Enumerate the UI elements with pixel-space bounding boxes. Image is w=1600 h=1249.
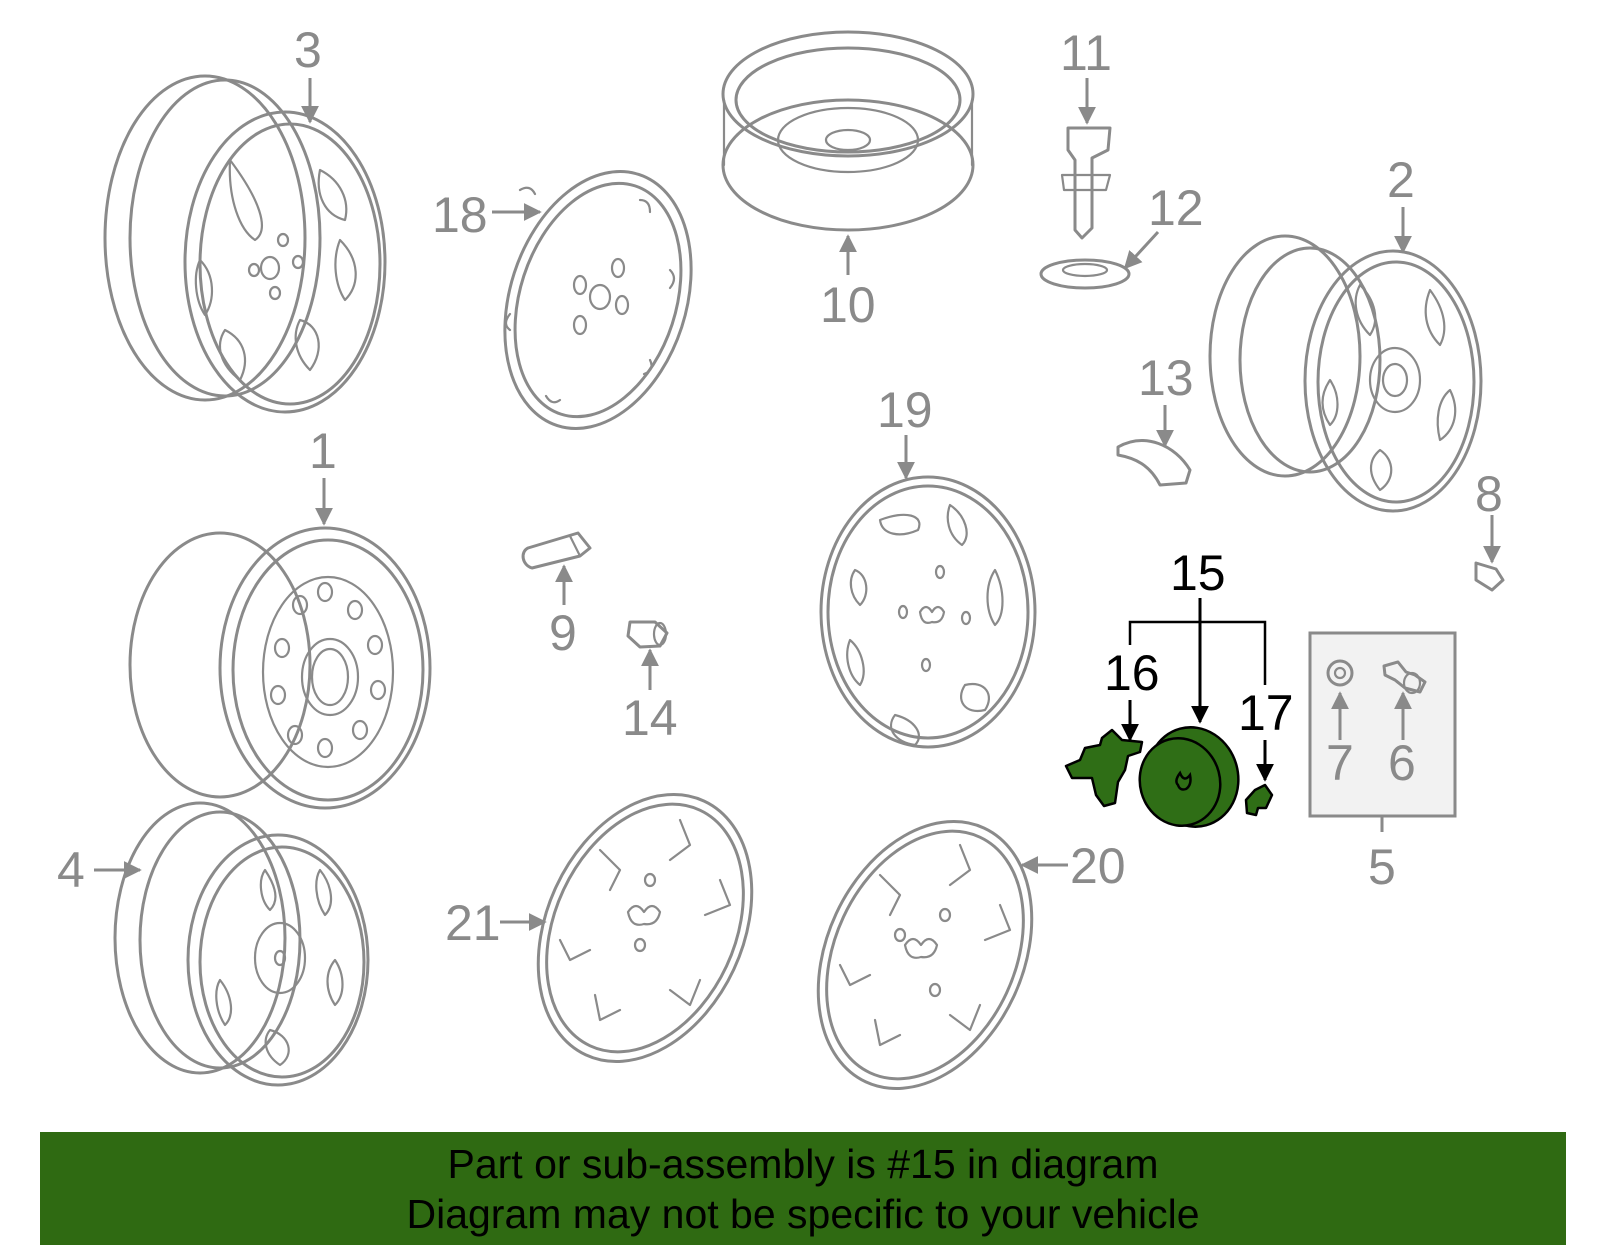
part-19-wheel-cover[interactable]	[819, 475, 1037, 749]
part-20-wheel-cover[interactable]	[777, 787, 1073, 1124]
part-4-alloy-wheel[interactable]	[113, 801, 370, 1087]
callout-15: 15	[1170, 545, 1226, 601]
callout-19: 19	[877, 382, 933, 438]
part-1-steel-wheel[interactable]	[128, 526, 432, 810]
callout-4: 4	[57, 842, 85, 898]
part-15-center-cap-assembly[interactable]	[1064, 598, 1274, 837]
callout-10: 10	[820, 277, 876, 333]
callout-21: 21	[445, 895, 501, 951]
part-7-grommet[interactable]	[1326, 659, 1354, 687]
part-6-valve-core[interactable]	[1382, 660, 1427, 695]
callout-11: 11	[1060, 25, 1112, 81]
part-15-center-cap[interactable]	[1130, 717, 1249, 837]
part-11-valve-stem[interactable]	[1060, 126, 1112, 240]
callout-1: 1	[309, 423, 337, 479]
callout-7: 7	[1326, 735, 1354, 791]
part-21-wheel-cover[interactable]	[497, 760, 793, 1097]
part-3-alloy-wheel[interactable]	[103, 74, 387, 414]
callout-14: 14	[622, 690, 678, 746]
callout-20: 20	[1070, 838, 1126, 894]
callout-6: 6	[1388, 735, 1416, 791]
part-17-clip[interactable]	[1244, 783, 1274, 817]
callout-3: 3	[294, 22, 322, 78]
part-8-cap[interactable]	[1474, 561, 1505, 592]
callout-9: 9	[549, 605, 577, 661]
part-13-adhesive-weight[interactable]	[1116, 439, 1192, 487]
part-2-alloy-wheel[interactable]	[1208, 234, 1483, 513]
part-9-lug-nut[interactable]	[521, 531, 592, 570]
banner-line-disclaimer: Diagram may not be specific to your vehi…	[406, 1190, 1200, 1237]
part-16-spring-clip[interactable]	[1064, 728, 1144, 808]
part-12-balance-weight[interactable]	[1039, 258, 1131, 290]
callout-16: 16	[1104, 645, 1160, 701]
part-10-steel-rim[interactable]	[721, 30, 975, 232]
banner-line-part: Part or sub-assembly is #15 in diagram	[447, 1140, 1159, 1187]
info-banner: Part or sub-assembly is #15 in diagram D…	[40, 1132, 1566, 1245]
callout-18: 18	[432, 187, 488, 243]
callout-17: 17	[1238, 685, 1294, 741]
callout-2: 2	[1387, 152, 1415, 208]
parts-diagram: 3 18 10 11 12 2 13 19 8 1 9 14 15 16 17 …	[57, 22, 1505, 1124]
callout-12: 12	[1148, 180, 1204, 236]
callout-13: 13	[1138, 350, 1194, 406]
part-5-valve-kit[interactable]	[1308, 631, 1457, 832]
callout-5: 5	[1368, 839, 1396, 895]
callout-8: 8	[1475, 466, 1503, 522]
part-14-nut[interactable]	[626, 620, 669, 649]
part-18-hub-cap[interactable]	[474, 147, 723, 452]
